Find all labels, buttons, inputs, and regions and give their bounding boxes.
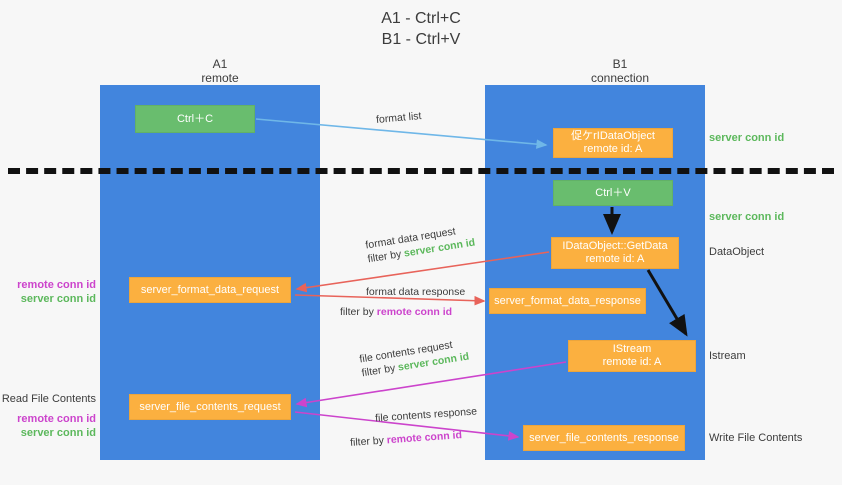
- phase-divider: [8, 168, 834, 174]
- label-conn-ids-bottom: remote conn id server conn id: [0, 412, 96, 440]
- box-idataobject[interactable]: 促ケrIDataObject remote id: A: [553, 128, 673, 158]
- box-server-format-data-request-label: server_format_data_request: [140, 283, 280, 296]
- label-remote-conn-id-top: remote conn id: [17, 279, 96, 291]
- label-remote-conn-id-bottom: remote conn id: [17, 413, 96, 425]
- label-conn-ids-top: remote conn id server conn id: [0, 278, 96, 306]
- box-getdata-line2: remote id: A: [585, 253, 645, 265]
- box-getdata-line1: IDataObject::GetData: [562, 240, 668, 252]
- label-write-file-contents: Write File Contents: [709, 432, 803, 444]
- page-title: A1 - Ctrl+C B1 - Ctrl+V: [381, 10, 461, 48]
- annotation-file-contents-response-line2: filter by remote conn id: [349, 429, 463, 449]
- box-server-format-data-response-label: server_format_data_response: [494, 294, 641, 307]
- box-server-format-data-response[interactable]: server_format_data_response: [489, 288, 646, 314]
- box-server-file-contents-response-label: server_file_contents_response: [529, 431, 679, 444]
- box-idataobject-line2: remote id: A: [583, 143, 643, 155]
- label-server-conn-id-top: server conn id: [709, 132, 785, 144]
- box-ctrl-v[interactable]: Ctrl＋V: [553, 180, 673, 206]
- tag-remote-conn-id: remote conn id: [386, 429, 463, 447]
- box-server-format-data-request[interactable]: server_format_data_request: [129, 277, 291, 303]
- box-server-file-contents-response[interactable]: server_file_contents_response: [523, 425, 685, 451]
- box-istream-line2: remote id: A: [602, 356, 662, 368]
- box-ctrl-c[interactable]: Ctrl＋C: [135, 105, 255, 133]
- annotation-format-list-label: format list: [375, 110, 422, 126]
- box-idataobject-line1: 促ケrIDataObject: [571, 130, 655, 142]
- box-server-file-contents-request-label: server_file_contents_request: [139, 400, 281, 413]
- label-server-conn-id-mid: server conn id: [709, 211, 785, 223]
- annotation-format-data-response-line2: filter by remote conn id: [340, 306, 453, 318]
- annotation-format-data-request: format data request filter by server con…: [364, 222, 476, 267]
- box-ctrl-v-label: Ctrl＋V: [595, 186, 631, 199]
- column-header-a1: A1 remote: [201, 57, 239, 85]
- annotation-file-contents-request: file contents request filter by server c…: [358, 336, 470, 381]
- label-server-conn-id-left-bottom: server conn id: [20, 427, 96, 439]
- tag-remote-conn-id: remote conn id: [376, 306, 453, 318]
- column-header-b1: B1 connection: [590, 57, 650, 85]
- label-istream: Istream: [709, 350, 746, 362]
- annotation-file-contents-response-line1: file contents response: [374, 405, 478, 425]
- box-istream[interactable]: IStream remote id: A: [568, 340, 696, 372]
- annotation-format-data-response-line1: format data response: [366, 286, 466, 298]
- box-ctrl-c-label: Ctrl＋C: [176, 112, 214, 125]
- box-server-file-contents-request[interactable]: server_file_contents_request: [129, 394, 291, 420]
- label-dataobject: DataObject: [709, 246, 765, 258]
- label-read-file-contents: Read File Contents: [1, 393, 96, 405]
- annotation-format-list: format list: [375, 109, 422, 127]
- box-istream-line1: IStream: [612, 343, 652, 355]
- box-idataobject-getdata[interactable]: IDataObject::GetData remote id: A: [551, 237, 679, 269]
- label-server-conn-id-left-top: server conn id: [20, 293, 96, 305]
